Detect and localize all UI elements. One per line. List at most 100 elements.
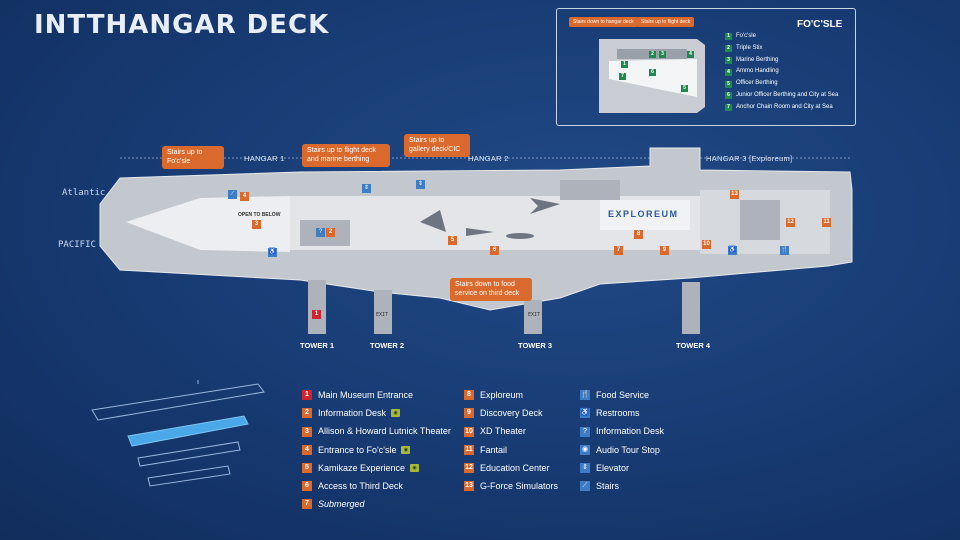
inset-callout-stairs-up: Stairs up to flight deck <box>637 17 695 27</box>
exit-label: EXIT <box>376 312 389 318</box>
aircraft-icon <box>466 228 494 236</box>
lower-deck-layer <box>137 441 241 467</box>
legend-item: 🍴Food Service <box>580 390 650 401</box>
audio-tour-icon: ◉ <box>580 444 590 455</box>
side-label-top: Atlantic <box>62 188 106 198</box>
ship-cutaway-diagram <box>91 380 265 487</box>
restrooms-icon: ♿ <box>268 248 277 257</box>
map-marker-5: 5 <box>448 236 457 245</box>
audio-tour-icon: ◉ <box>401 445 411 454</box>
restrooms-icon: ♿ <box>728 246 737 255</box>
callout-stairs-flight-deck: Stairs up to flight deck and marine bert… <box>302 144 390 167</box>
map-marker-7: 7 <box>614 246 623 255</box>
tower-4-label: TOWER 4 <box>676 341 711 350</box>
hangar-3-label: HANGAR 3 [Exploreum] <box>706 154 793 163</box>
hangar-deck-map: HANGAR 1 HANGAR 2 HANGAR 3 [Exploreum] A… <box>58 134 853 350</box>
stairs-icon: ⟋ <box>228 190 237 199</box>
legend-column-3: 🍴Food Service ♿Restrooms ?Information De… <box>580 386 664 495</box>
map-marker-2: 2 <box>326 228 335 237</box>
elevator-icon: ⇕ <box>362 184 371 193</box>
map-marker-9: 9 <box>660 246 669 255</box>
stern-room <box>740 200 780 240</box>
inset-title: FO'C'SLE <box>797 19 843 30</box>
tower-1-shape <box>308 280 326 334</box>
map-marker-6: 6 <box>490 246 499 255</box>
legend-item: ♿Restrooms <box>580 408 640 419</box>
food-service-icon: 🍴 <box>780 246 789 255</box>
inset-map-number: 1 <box>621 61 628 68</box>
map-marker-1: 1 <box>312 310 321 319</box>
audio-tour-icon: ◉ <box>410 463 420 472</box>
restrooms-icon: ♿ <box>580 408 590 419</box>
hangar-1-label: HANGAR 1 <box>244 154 285 163</box>
map-marker-4: 4 <box>240 192 249 201</box>
aircraft-icon <box>506 233 534 239</box>
inset-map-number: 5 <box>681 85 688 92</box>
flight-deck-layer <box>91 383 265 421</box>
tower-3-label: TOWER 3 <box>518 341 553 350</box>
bow-area <box>126 196 290 252</box>
focsle-bow-area <box>609 59 697 97</box>
legend-item: ⇕Elevator <box>580 459 664 477</box>
tower-4-shape <box>682 282 700 334</box>
map-marker-8: 8 <box>634 230 643 239</box>
legend-item: ◉Audio Tour Stop <box>580 444 660 455</box>
callout-stairs-gallery-deck: Stairs up to gallery deck/CIC <box>404 134 470 157</box>
exit-label: EXIT <box>528 312 541 318</box>
focsle-inset-drawing <box>599 39 705 113</box>
inset-map-number: 2 <box>649 51 656 58</box>
exploreum-label: EXPLOREUM <box>608 209 679 219</box>
elevator-icon: ⇕ <box>416 180 425 189</box>
tower-3-shape <box>524 300 542 334</box>
food-service-icon: 🍴 <box>580 390 590 401</box>
exploreum-room <box>600 200 690 230</box>
hangar-deck-layer <box>127 415 249 447</box>
legend-item: ⟋Stairs <box>580 477 664 495</box>
information-desk-icon: ? <box>580 426 590 437</box>
map-marker-11: 11 <box>822 218 831 227</box>
callout-stairs-food-service: Stairs down to food service on third dec… <box>450 278 532 301</box>
elevator-icon: ⇕ <box>580 462 590 473</box>
information-desk-icon: ? <box>316 228 325 237</box>
inset-map-number: 3 <box>659 51 666 58</box>
callout-stairs-focsle: Stairs up to Fo'c'sle <box>162 146 224 169</box>
hangar2-room <box>560 180 620 200</box>
third-deck-layer <box>147 465 231 487</box>
map-marker-13: 13 <box>730 190 739 199</box>
page-title: INTTHANGAR DECK <box>34 10 330 40</box>
audio-tour-icon: ◉ <box>391 409 401 418</box>
side-label-bottom: PACIFIC <box>58 240 96 250</box>
legend-item: ?Information Desk <box>580 422 664 440</box>
hangar-deck-drawing <box>99 147 853 334</box>
open-below-label: OPEN TO BELOW <box>238 212 281 218</box>
hangar-2-label: HANGAR 2 <box>468 154 509 163</box>
tower-1-label: TOWER 1 <box>300 341 335 350</box>
stairs-icon: ⟋ <box>580 481 590 492</box>
map-marker-3: 3 <box>252 220 261 229</box>
aircraft-icon <box>420 210 446 232</box>
inset-map-number: 6 <box>649 69 656 76</box>
tower-2-label: TOWER 2 <box>370 341 405 350</box>
